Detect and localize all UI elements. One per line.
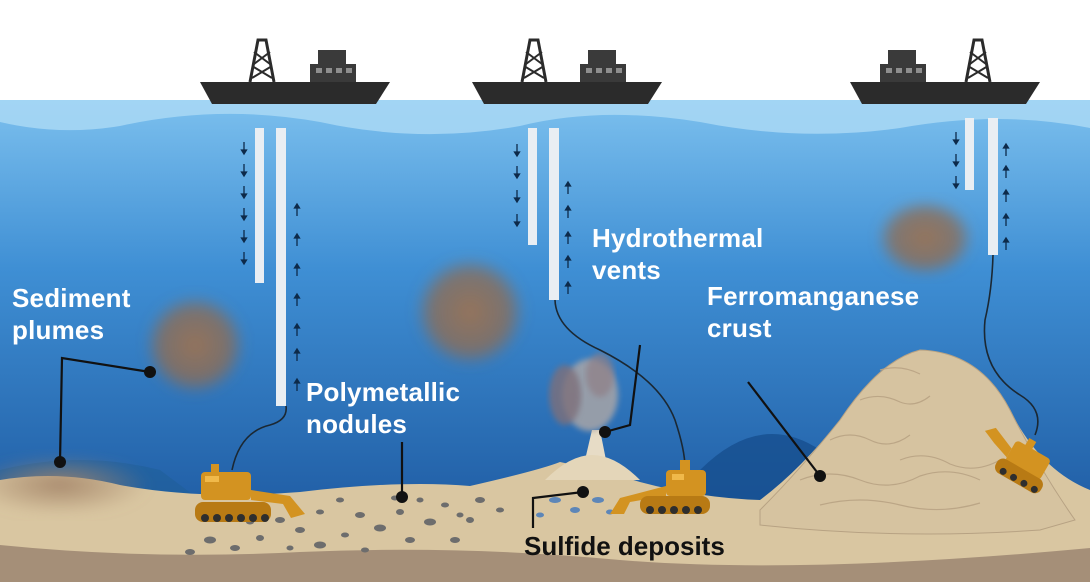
down-arrow-icon bbox=[240, 230, 248, 244]
label-ferromanganese-crust: Ferromanganese crust bbox=[707, 280, 919, 344]
up-arrow-icon bbox=[564, 280, 572, 294]
sediment-plume-icon bbox=[145, 295, 245, 395]
callout-lines bbox=[58, 344, 821, 528]
up-arrow-icon bbox=[564, 204, 572, 218]
label-sulfide-deposits: Sulfide deposits bbox=[524, 531, 725, 561]
label-line: plumes bbox=[12, 315, 105, 345]
sediment-plume-icon bbox=[415, 257, 525, 367]
drilling-ship-icon bbox=[472, 38, 662, 104]
crust-texture bbox=[799, 367, 1001, 511]
down-arrow-icon bbox=[240, 186, 248, 200]
up-arrow-icon bbox=[1002, 236, 1010, 250]
riser-pipe-icon bbox=[255, 118, 998, 406]
down-arrow-icon bbox=[952, 176, 960, 190]
nodules bbox=[185, 495, 504, 555]
drilling-ship-icon bbox=[200, 38, 390, 104]
label-line: vents bbox=[592, 255, 661, 285]
ocean-surface bbox=[0, 100, 1090, 135]
up-arrow-icon bbox=[293, 262, 301, 276]
label-line: Hydrothermal bbox=[592, 223, 764, 253]
down-arrow-icon bbox=[513, 166, 521, 180]
mining-vehicle-icon bbox=[984, 427, 1050, 494]
down-arrow-icon bbox=[513, 144, 521, 158]
label-line: crust bbox=[707, 313, 772, 343]
vent-smoke bbox=[549, 365, 581, 425]
drilling-ship-icon bbox=[850, 38, 1040, 104]
up-arrow-icon bbox=[293, 322, 301, 336]
label-sediment-plumes: Sediment plumes bbox=[12, 282, 131, 346]
up-arrow-icon bbox=[1002, 164, 1010, 178]
vent-base bbox=[545, 455, 640, 480]
callout-dot-icon bbox=[54, 366, 826, 503]
down-arrow-icon bbox=[952, 132, 960, 146]
down-arrow-icon bbox=[513, 190, 521, 204]
label-line: Polymetallic bbox=[306, 377, 461, 407]
flow-arrows bbox=[240, 132, 1010, 391]
down-arrow-icon bbox=[240, 252, 248, 266]
label-line: Ferromanganese bbox=[707, 281, 920, 311]
vent-smoke bbox=[586, 353, 614, 397]
up-arrow-icon bbox=[293, 232, 301, 246]
sediment-plume-icon bbox=[877, 200, 973, 276]
vent-chimney bbox=[585, 430, 606, 460]
down-arrow-icon bbox=[513, 214, 521, 228]
up-arrow-icon bbox=[564, 180, 572, 194]
bedrock bbox=[0, 545, 1090, 582]
crust-mound bbox=[759, 349, 1076, 535]
down-arrow-icon bbox=[240, 142, 248, 156]
up-arrow-icon bbox=[564, 254, 572, 268]
up-arrow-icon bbox=[293, 377, 301, 391]
sediment-plume-icon bbox=[0, 455, 150, 515]
tether-cables bbox=[231, 254, 1039, 471]
up-arrow-icon bbox=[293, 347, 301, 361]
label-line: nodules bbox=[306, 409, 408, 439]
label-hydrothermal-vents: Hydrothermal vents bbox=[592, 222, 763, 286]
up-arrow-icon bbox=[1002, 142, 1010, 156]
mining-vehicle-icon bbox=[610, 460, 710, 514]
up-arrow-icon bbox=[293, 292, 301, 306]
label-line: Sediment bbox=[12, 283, 131, 313]
mining-vehicle-icon bbox=[195, 464, 305, 522]
down-arrow-icon bbox=[952, 154, 960, 168]
down-arrow-icon bbox=[240, 208, 248, 222]
up-arrow-icon bbox=[293, 202, 301, 216]
up-arrow-icon bbox=[1002, 188, 1010, 202]
down-arrow-icon bbox=[240, 164, 248, 178]
up-arrow-icon bbox=[1002, 212, 1010, 226]
up-arrow-icon bbox=[564, 230, 572, 244]
label-polymetallic-nodules: Polymetallic nodules bbox=[306, 376, 460, 440]
